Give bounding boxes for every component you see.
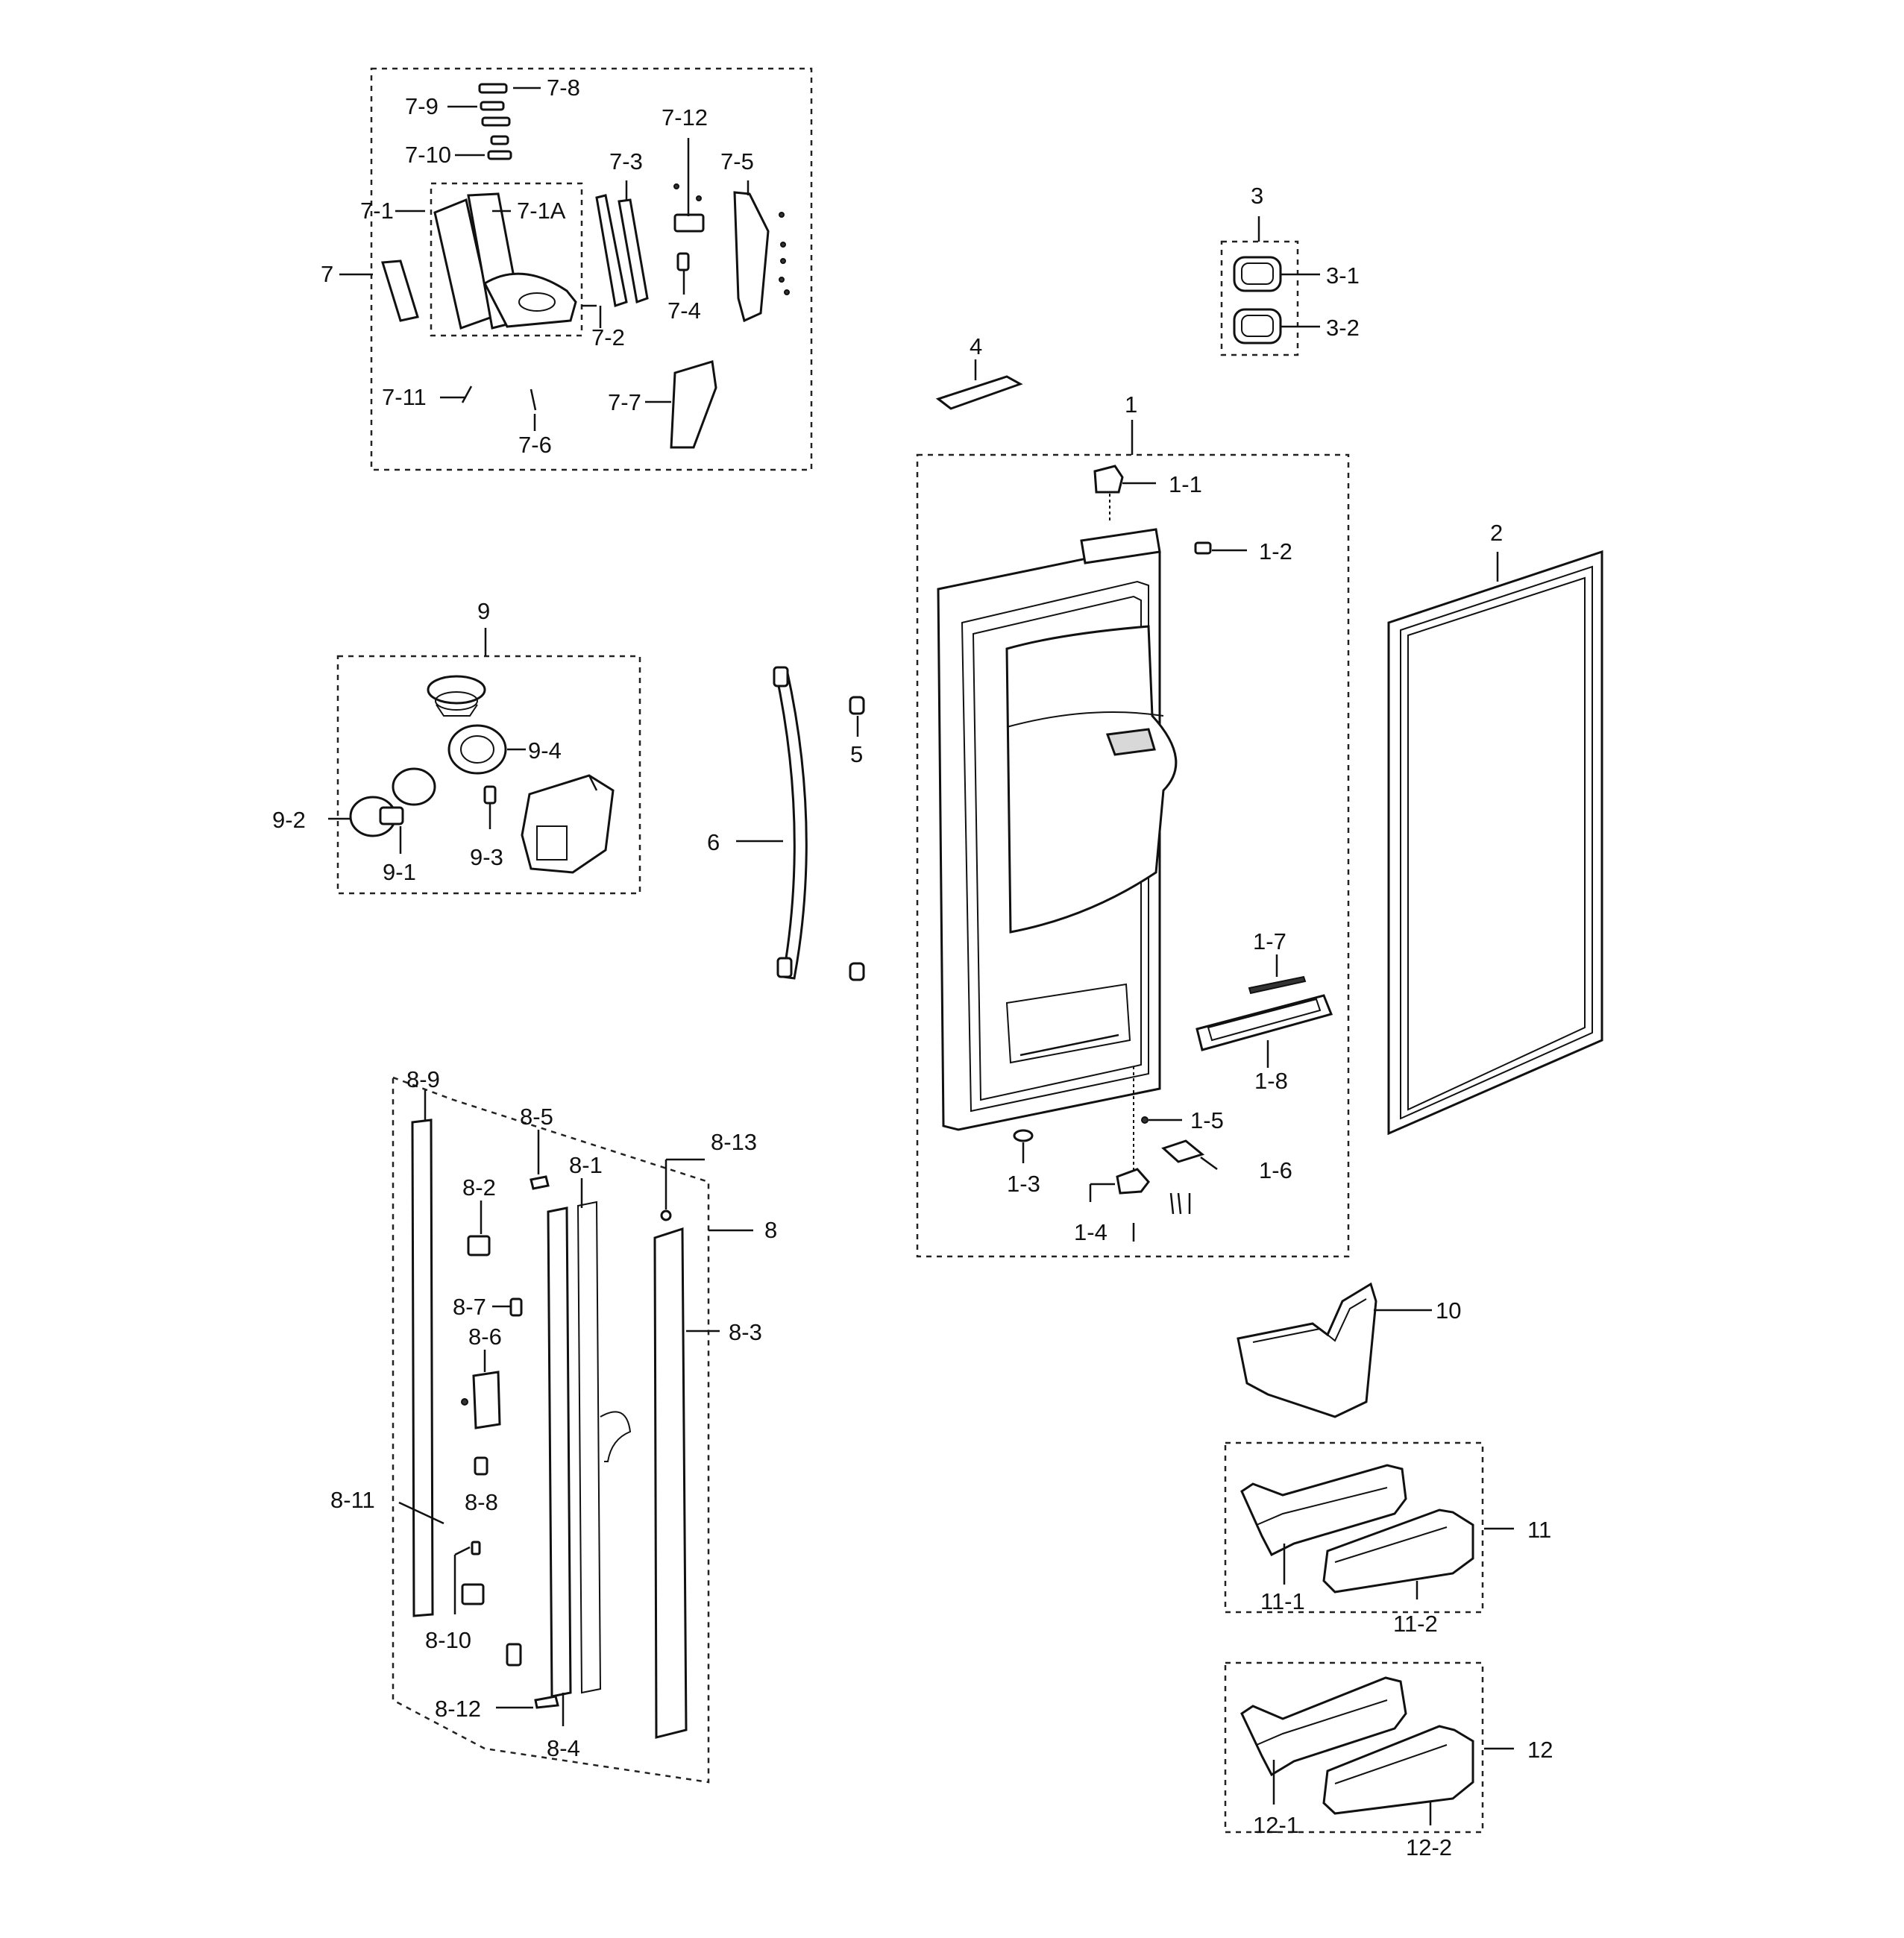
label-12-1: 12-1: [1253, 1812, 1299, 1838]
label-8-8: 8-8: [465, 1489, 498, 1515]
label-1-4: 1-4: [1074, 1219, 1107, 1245]
label-9-3: 9-3: [470, 844, 503, 870]
label-7-2: 7-2: [591, 324, 625, 350]
label-1-8: 1-8: [1254, 1068, 1288, 1094]
label-11: 11: [1527, 1517, 1551, 1543]
assembly-7-parts: [381, 83, 790, 449]
label-8-10: 8-10: [425, 1627, 471, 1653]
label-3: 3: [1251, 183, 1263, 209]
label-7-12: 7-12: [662, 104, 708, 130]
assembly-7-leaders: [339, 86, 750, 431]
part-2: 2: [1387, 520, 1603, 1136]
label-1-2: 1-2: [1259, 538, 1292, 564]
label-8-7: 8-7: [453, 1294, 486, 1320]
label-8-4: 8-4: [547, 1735, 580, 1761]
label-8-3: 8-3: [729, 1319, 762, 1345]
label-9-1: 9-1: [383, 859, 416, 885]
label-6: 6: [707, 829, 720, 855]
label-1-1: 1-1: [1169, 471, 1202, 497]
label-12-2: 12-2: [1406, 1834, 1452, 1860]
label-8-11: 8-11: [330, 1487, 375, 1513]
label-7-9: 7-9: [405, 93, 439, 119]
label-7-3: 7-3: [609, 148, 643, 174]
part-5-6: 5 6: [707, 666, 865, 981]
label-7-1: 7-1: [360, 198, 394, 224]
label-2: 2: [1490, 520, 1503, 546]
assembly-12: 12 12-1 12-2: [1224, 1661, 1553, 1860]
label-8-2: 8-2: [462, 1174, 496, 1201]
label-8-13: 8-13: [711, 1129, 757, 1155]
assembly-1: 1 1-1 1-2 1-7 1-8 1-5 1-6 1-3 1-4: [916, 391, 1350, 1258]
label-7-1A: 7-1A: [517, 198, 566, 224]
label-1-3: 1-3: [1007, 1171, 1040, 1197]
label-3-2: 3-2: [1326, 315, 1360, 341]
label-7-10: 7-10: [405, 142, 451, 168]
label-1: 1: [1125, 391, 1137, 418]
label-8-5: 8-5: [520, 1104, 553, 1130]
label-10: 10: [1436, 1297, 1461, 1324]
assembly-3: 3 3-1 3-2: [1220, 183, 1360, 356]
part-4: 4: [935, 333, 1023, 410]
label-7: 7: [321, 261, 333, 287]
label-7-5: 7-5: [720, 148, 754, 174]
label-11-1: 11-1: [1260, 1588, 1305, 1614]
assembly-7-box: [370, 67, 813, 471]
label-8-9: 8-9: [406, 1066, 440, 1092]
label-8-6: 8-6: [468, 1324, 502, 1350]
label-7-11: 7-11: [382, 384, 427, 410]
label-3-1: 3-1: [1326, 262, 1360, 289]
label-1-6: 1-6: [1259, 1157, 1292, 1183]
label-9: 9: [477, 598, 490, 624]
label-8-1: 8-1: [569, 1152, 603, 1178]
label-7-4: 7-4: [667, 298, 701, 324]
label-9-4: 9-4: [528, 737, 562, 764]
assembly-7-labels: 7-8 7-9 7-10 7-12 7-3 7-5 7-1 7-1A 7 7-4…: [321, 75, 754, 458]
part-10: 10: [1237, 1282, 1461, 1418]
label-8-12: 8-12: [435, 1696, 481, 1722]
label-7-6: 7-6: [518, 432, 552, 458]
label-12: 12: [1527, 1737, 1553, 1763]
label-5: 5: [850, 741, 863, 767]
assembly-8: 8-9 8-5 8-1 8-13 8-2 8 8-7 8-3 8-6 8-8 8…: [330, 1066, 777, 1784]
label-8: 8: [764, 1217, 777, 1243]
label-1-5: 1-5: [1190, 1107, 1224, 1133]
assembly-9: 9 9-4 9-2 9-3 9-1: [272, 598, 641, 895]
assembly-11: 11 11-1 11-2: [1224, 1441, 1551, 1637]
label-1-7: 1-7: [1253, 928, 1286, 954]
label-7-7: 7-7: [608, 389, 641, 415]
label-9-2: 9-2: [272, 807, 306, 833]
label-4: 4: [970, 333, 982, 359]
label-7-8: 7-8: [547, 75, 580, 101]
label-11-2: 11-2: [1393, 1611, 1438, 1637]
